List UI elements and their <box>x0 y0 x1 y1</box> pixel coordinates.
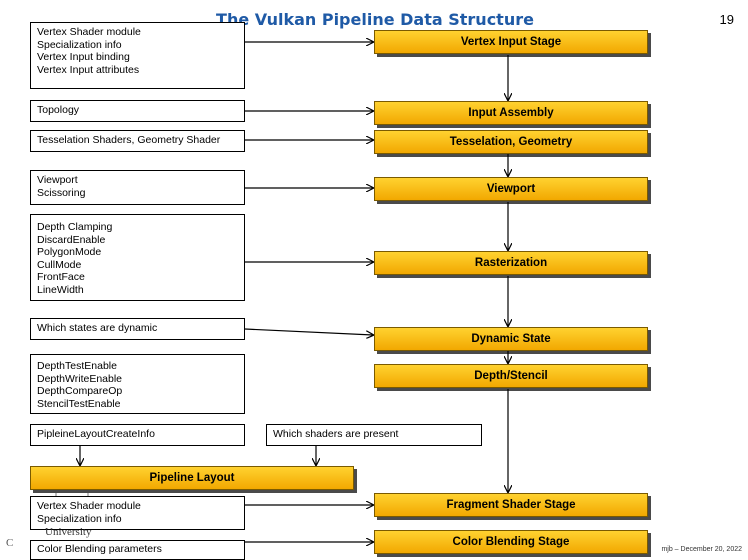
info-line: Vertex Shader module <box>37 500 141 512</box>
pipeline-layout-info-box: PipleineLayoutCreateInfo <box>30 424 245 446</box>
arrow-dynamic <box>244 328 373 335</box>
fragment-info-box: Vertex Shader module Specialization info <box>30 496 245 530</box>
pipeline-layout-stage: Pipeline Layout <box>30 466 354 490</box>
footer-credit: mjb – December 20, 2022 <box>661 546 742 553</box>
fragment-shader-stage: Fragment Shader Stage <box>374 493 648 517</box>
info-line: Specialization info <box>37 512 122 525</box>
dynamic-info-box: Which states are dynamic <box>30 318 245 340</box>
info-line: PipleineLayoutCreateInfo <box>37 428 155 440</box>
info-line: Scissoring <box>37 186 86 199</box>
slide-title: The Vulkan Pipeline Data Structure <box>216 10 534 29</box>
info-line: Vertex Input binding <box>37 51 130 64</box>
page-number: 19 <box>719 12 734 27</box>
tess-geom-stage: Tesselation, Geometry <box>374 130 648 154</box>
vertex-input-info-box: Vertex Shader module Specialization info… <box>30 22 245 89</box>
info-line: DepthCompareOp <box>37 385 123 398</box>
topology-info-box: Topology <box>30 100 245 122</box>
info-line: StencilTestEnable <box>37 397 121 410</box>
info-line: CullMode <box>37 258 82 271</box>
rasterization-stage: Rasterization <box>374 251 648 275</box>
info-line: Viewport <box>37 174 78 186</box>
info-line: DiscardEnable <box>37 233 106 246</box>
info-line: DepthWriteEnable <box>37 372 123 385</box>
info-line: Specialization info <box>37 38 122 51</box>
info-line: Depth Clamping <box>37 221 113 233</box>
info-line: Tesselation Shaders, Geometry Shader <box>37 134 221 146</box>
input-assembly-stage: Input Assembly <box>374 101 648 125</box>
viewport-stage: Viewport <box>374 177 648 201</box>
info-line: DepthTestEnable <box>37 360 117 372</box>
info-line: Vertex Input attributes <box>37 63 140 76</box>
info-line: Which shaders are present <box>273 428 399 440</box>
depth-info-box: DepthTestEnable DepthWriteEnable DepthCo… <box>30 354 245 414</box>
depth-stencil-stage: Depth/Stencil <box>374 364 648 388</box>
rasterization-info-box: Depth Clamping DiscardEnable PolygonMode… <box>30 214 245 301</box>
university-label: University <box>45 526 92 538</box>
info-line: PolygonMode <box>37 246 102 259</box>
info-line: FrontFace <box>37 271 85 284</box>
footer-fragment: C <box>6 537 14 549</box>
vertex-input-stage: Vertex Input Stage <box>374 30 648 54</box>
viewport-info-box: Viewport Scissoring <box>30 170 245 205</box>
info-line: Which states are dynamic <box>37 322 158 334</box>
info-line: Vertex Shader module <box>37 26 141 38</box>
info-line: Color Blending parameters <box>37 543 162 555</box>
info-line: LineWidth <box>37 283 84 296</box>
dynamic-state-stage: Dynamic State <box>374 327 648 351</box>
color-blending-stage: Color Blending Stage <box>374 530 648 554</box>
shaders-present-box: Which shaders are present <box>266 424 482 446</box>
color-blend-info-box: Color Blending parameters <box>30 540 245 560</box>
tess-geom-info-box: Tesselation Shaders, Geometry Shader <box>30 130 245 152</box>
info-line: Topology <box>37 104 80 116</box>
